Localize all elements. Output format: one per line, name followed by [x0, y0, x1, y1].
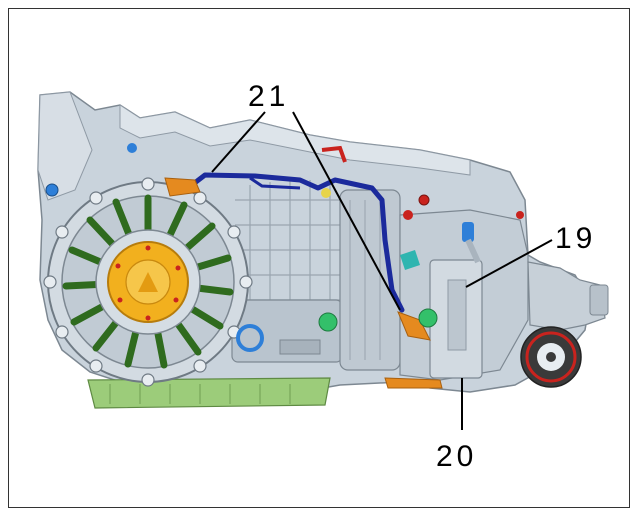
fittings — [45, 143, 524, 352]
leader-21-left — [211, 111, 266, 173]
blue-pipe — [185, 172, 405, 313]
callout-label-19: 19 — [555, 222, 597, 255]
leader-21-right — [292, 111, 401, 311]
leader-19 — [465, 239, 553, 288]
output-drum — [520, 326, 582, 388]
orange-brackets — [164, 177, 443, 389]
leader-lines — [211, 111, 553, 430]
callout-label-20: 20 — [436, 440, 478, 473]
clutch-assembly — [43, 177, 253, 387]
callout-label-21: 21 — [248, 80, 290, 113]
